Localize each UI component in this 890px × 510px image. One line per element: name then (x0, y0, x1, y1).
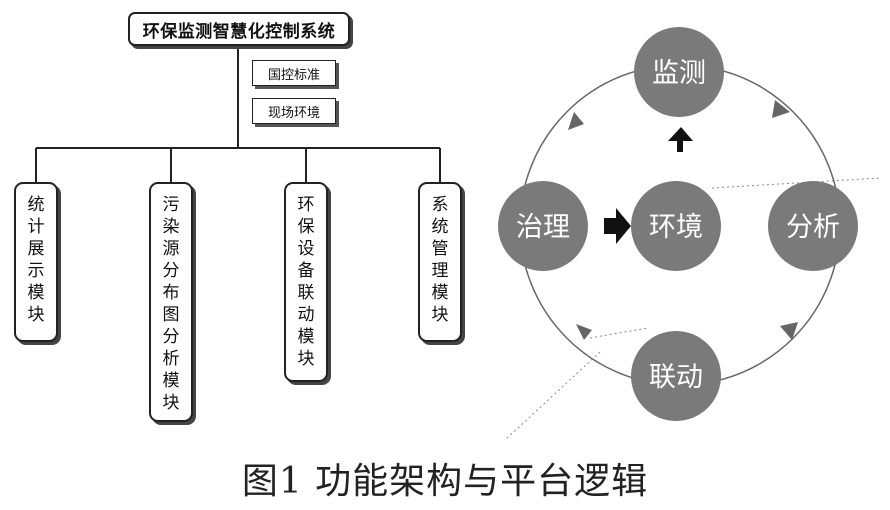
node-monitor-circle (634, 27, 724, 117)
module-char: 展 (27, 239, 45, 259)
module-char: 分 (162, 327, 180, 347)
node-analyze-label: 分析 (786, 212, 840, 243)
module-pollution-map: 污染源分布图分析模块 (149, 182, 193, 422)
cycle-diagram: 监测 分析 联动 治理 环境 (498, 27, 881, 441)
node-govern-circle (498, 181, 588, 271)
module-char: 析 (162, 349, 180, 369)
node-analyze-circle (768, 181, 858, 271)
module-char: 示 (27, 261, 45, 281)
module-char: 模 (27, 283, 45, 303)
module-char: 备 (297, 261, 315, 281)
module-char: 保 (297, 217, 315, 237)
module-char: 图 (162, 305, 180, 325)
node-link-label: 联动 (649, 362, 703, 393)
module-char: 计 (27, 217, 45, 237)
node-govern-label: 治理 (516, 212, 570, 243)
module-char: 污 (162, 195, 180, 215)
ring-arrow-top-left (568, 112, 584, 130)
module-system-management: 系统管理模块 (418, 182, 462, 342)
node-environment-label: 环境 (649, 212, 703, 243)
root-node: 环保监测智慧化控制系统 (128, 12, 350, 46)
module-char: 动 (297, 305, 315, 325)
module-char: 环 (297, 195, 315, 215)
module-char: 理 (431, 261, 449, 281)
module-char: 块 (297, 349, 315, 369)
module-char: 源 (162, 239, 180, 259)
ring-arrow-bottom-left (576, 324, 592, 340)
hierarchy-connectors (35, 46, 441, 182)
module-char: 联 (297, 283, 315, 303)
ring-arrow-top-right (772, 100, 790, 118)
module-char: 块 (27, 305, 45, 325)
module-statistics: 统计展示模块 (14, 182, 58, 342)
module-char: 染 (162, 217, 180, 237)
module-device-linkage: 环保设备联动模块 (284, 182, 328, 382)
note-site-environment: 现场环境 (252, 98, 336, 124)
module-char: 模 (297, 327, 315, 347)
note-national-standard: 国控标准 (252, 60, 336, 86)
module-char: 设 (297, 239, 315, 259)
arrow-environment-to-monitor (668, 127, 693, 152)
module-char: 统 (27, 195, 45, 215)
dotted-guide-top (711, 177, 881, 189)
figure-caption: 图1 功能架构与平台逻辑 (241, 461, 649, 502)
module-char: 模 (431, 283, 449, 303)
node-environment-circle (631, 181, 721, 271)
module-char: 块 (431, 305, 449, 325)
module-char: 分 (162, 261, 180, 281)
ring-arrow-bottom-right (780, 322, 798, 340)
node-link-circle (631, 331, 721, 421)
module-char: 统 (431, 217, 449, 237)
module-char: 模 (162, 371, 180, 391)
module-char: 系 (431, 195, 449, 215)
module-char: 块 (162, 393, 180, 413)
dotted-guide-diagonal (504, 351, 601, 441)
node-monitor-label: 监测 (652, 58, 706, 89)
dotted-guide-bottom (589, 327, 649, 339)
arrow-govern-to-environment (604, 208, 631, 244)
module-char: 管 (431, 239, 449, 259)
module-char: 布 (162, 283, 180, 303)
